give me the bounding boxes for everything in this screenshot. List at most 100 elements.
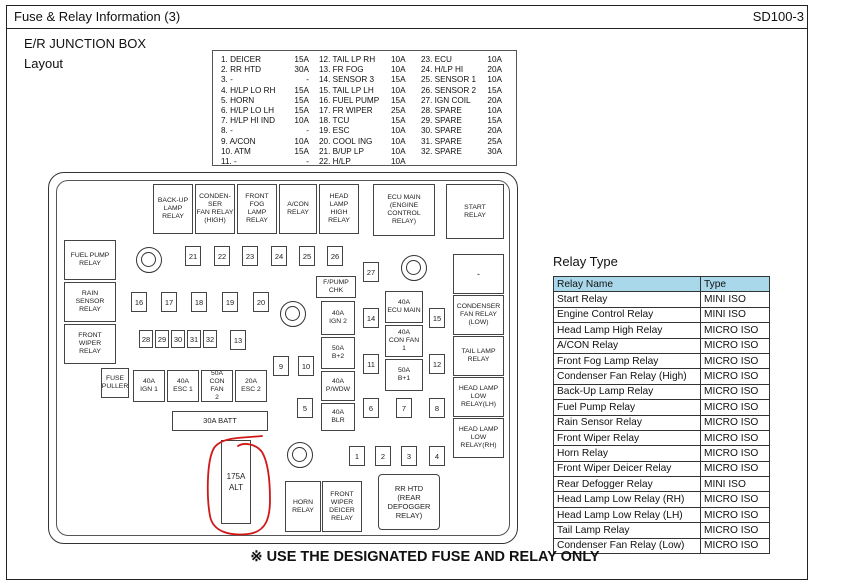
- front-wiper-relay: FRONT WIPER RELAY: [64, 324, 116, 364]
- tail-lamp-relay: TAIL LAMP RELAY: [453, 336, 504, 376]
- fuse-list-row: 6. H/LP LO LH 15A: [221, 106, 309, 116]
- relay-type-cell: MICRO ISO: [700, 322, 770, 339]
- relay-name-cell: Rain Sensor Relay: [553, 414, 701, 431]
- fuse-22: 22: [214, 246, 230, 266]
- fuse-list-amperage: 10A: [391, 126, 406, 136]
- fuse-puller: FUSE PULLER: [101, 368, 129, 398]
- fuse-list-name: 7. H/LP HI IND: [221, 116, 275, 126]
- fuse-list-amperage: 30A: [487, 146, 502, 156]
- fuse-list-amperage: 25A: [391, 106, 406, 116]
- fuse-list-row: 5. HORN 15A: [221, 96, 309, 106]
- fuse-14: 14: [363, 308, 379, 328]
- terminal-bolt-3: [401, 255, 427, 281]
- fuse-40a-con-fan1: 40A CON FAN 1: [385, 325, 423, 357]
- relay-type-header: Type: [700, 275, 770, 293]
- relay-type-cell: MICRO ISO: [700, 414, 770, 431]
- relay-name-header: Relay Name: [553, 275, 701, 293]
- terminal-bolt-2: [280, 301, 306, 327]
- fuse-list-amperage: 15A: [294, 95, 309, 105]
- fuse-31: 31: [187, 330, 201, 348]
- fuse-list-name: 18. TCU: [319, 116, 350, 126]
- acon-relay: A/CON RELAY: [279, 184, 317, 234]
- relay-type-cell: MICRO ISO: [700, 383, 770, 401]
- fuse-18: 18: [191, 292, 207, 312]
- fuse-list-amperage: 15A: [294, 106, 309, 116]
- relay-type-cell: MINI ISO: [700, 291, 770, 308]
- fuse-list-amperage: 10A: [391, 65, 406, 75]
- page-code: SD100-3: [752, 9, 804, 24]
- relay-type-cell: MICRO ISO: [700, 522, 770, 539]
- header-divider: [6, 28, 808, 29]
- fuse-7: 7: [396, 398, 412, 418]
- fuse-list-amperage: 10A: [487, 55, 502, 64]
- fuse-15: 15: [429, 308, 445, 328]
- relay-name-cell: Head Lamp Low Relay (LH): [553, 506, 701, 524]
- terminal-bolt-1: [136, 247, 162, 273]
- table-header-row: Relay Name Type: [553, 275, 770, 293]
- fuse-list-amperage: 10A: [391, 146, 406, 156]
- relay-name-cell: Rear Defogger Relay: [553, 476, 701, 493]
- relay-name-cell: Engine Control Relay: [553, 306, 701, 324]
- fuse-list-name: 1. DEICER: [221, 55, 262, 64]
- fuse-list-name: 2. RR HTD: [221, 65, 262, 75]
- relay-name-cell: Condenser Fan Relay (High): [553, 368, 701, 385]
- fuse-list-amperage: 30A: [294, 65, 309, 75]
- fuel-pump-relay: FUEL PUMP RELAY: [64, 240, 116, 280]
- table-row: Head Lamp Low Relay (RH)MICRO ISO: [553, 491, 770, 508]
- fuse-40a-esc1: 40A ESC 1: [167, 370, 199, 402]
- relay-type-cell: MICRO ISO: [700, 368, 770, 385]
- fuse-40a-ign2: 40A IGN 2: [321, 301, 355, 335]
- fuse-list-table: 1. DEICER 15A 2. RR HTD 30A 3. - -4. H/LP LO …: [212, 50, 517, 166]
- relay-type-cell: MICRO ISO: [700, 352, 770, 370]
- fuse-19: 19: [222, 292, 238, 312]
- relay-name-cell: Front Wiper Relay: [553, 429, 701, 447]
- fuse-list-row: 8. --: [221, 126, 309, 136]
- fuse-26: 26: [327, 246, 343, 266]
- junction-box-title: E/R JUNCTION BOX: [24, 36, 147, 51]
- spare-relay-slot: -: [453, 254, 504, 294]
- fuse-20: 20: [253, 292, 269, 312]
- fuse-list-amperage: 15A: [487, 116, 502, 126]
- fuse-10: 10: [298, 356, 314, 376]
- relay-name-cell: Head Lamp Low Relay (RH): [553, 491, 701, 508]
- fuse-29: 29: [155, 330, 169, 348]
- rear-defogger-relay: RR HTD (REAR DEFOGGER RELAY): [378, 474, 440, 530]
- fuse-list-amperage: -: [306, 75, 309, 85]
- fuse-list-row: 11. --: [221, 157, 309, 167]
- fuse-list-row: 2. RR HTD 30A: [221, 65, 309, 75]
- fuse-list-name: 6. H/LP LO LH: [221, 106, 275, 116]
- relay-name-cell: Horn Relay: [553, 445, 701, 462]
- fuse-list-name: 3. -: [221, 75, 233, 85]
- relay-name-cell: Back-Up Lamp Relay: [553, 383, 701, 401]
- relay-type-cell: MINI ISO: [700, 476, 770, 493]
- fuse-list-row: 13. FR FOG 10A: [319, 65, 406, 75]
- junction-box-inner: [56, 180, 510, 536]
- fuse-list-name: 27. IGN COIL: [421, 95, 471, 105]
- fuse-27: 27: [363, 262, 379, 282]
- fuse-24: 24: [271, 246, 287, 266]
- relay-name-cell: Start Relay: [553, 291, 701, 308]
- horn-relay: HORN RELAY: [285, 481, 321, 532]
- fuse-list-name: 13. FR FOG: [319, 65, 364, 75]
- fuse-list-name: 5. HORN: [221, 95, 255, 105]
- footer-notice: ※ USE THE DESIGNATED FUSE AND RELAY ONLY: [250, 549, 600, 565]
- fuse-list-amperage: 10A: [487, 106, 502, 116]
- fuse-40a-ign1: 40A IGN 1: [133, 370, 165, 402]
- fuse-11: 11: [363, 354, 379, 374]
